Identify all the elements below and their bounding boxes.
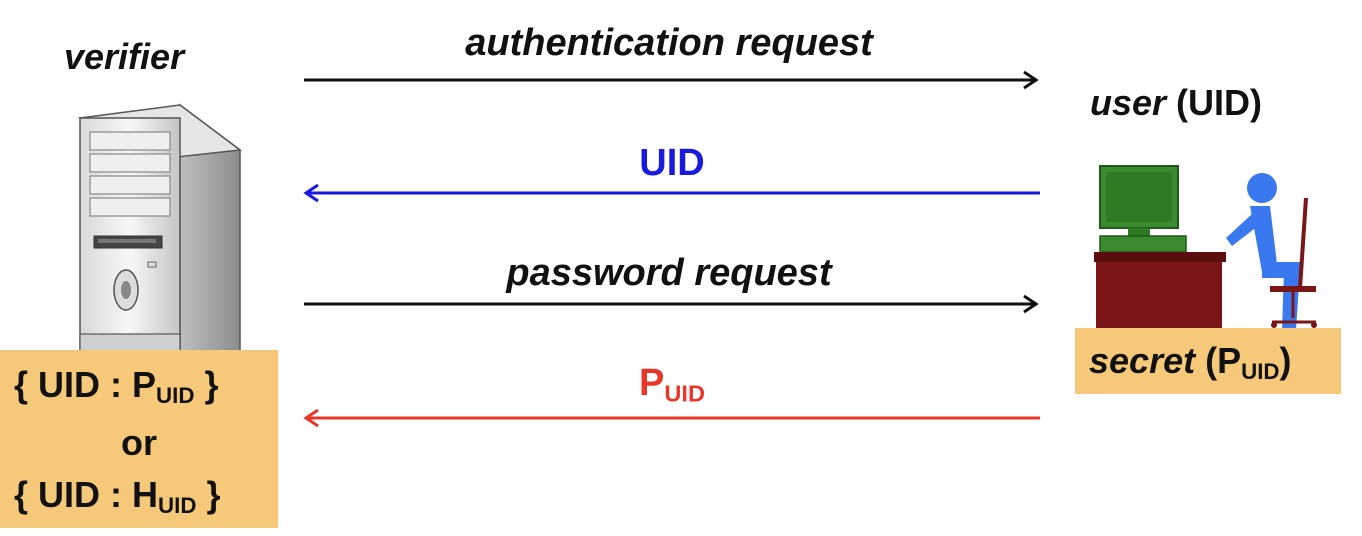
server-tower-icon: [77, 103, 242, 357]
store-line-hash: { UID : HUID }: [14, 474, 221, 519]
user-title: user (UID): [1090, 82, 1263, 123]
verifier-credential-store: { UID : PUID } or { UID : HUID }: [0, 350, 278, 528]
label-authentication-request: authentication request: [465, 22, 873, 64]
label-password: PUID: [639, 362, 705, 407]
label-password-request: password request: [506, 252, 832, 294]
user-secret-label: secret (PUID): [1089, 340, 1292, 385]
arrow-password-request: [304, 294, 1039, 314]
arrow-authentication-request: [304, 70, 1039, 90]
user-workstation-icon: [1094, 165, 1317, 330]
user-secret-box: secret (PUID): [1075, 328, 1341, 394]
label-uid: UID: [639, 142, 705, 184]
verifier-title: verifier: [64, 36, 185, 77]
arrow-uid: [303, 183, 1040, 203]
store-line-password: { UID : PUID }: [14, 364, 219, 409]
arrow-password: [303, 408, 1040, 428]
store-or: or: [121, 422, 157, 463]
